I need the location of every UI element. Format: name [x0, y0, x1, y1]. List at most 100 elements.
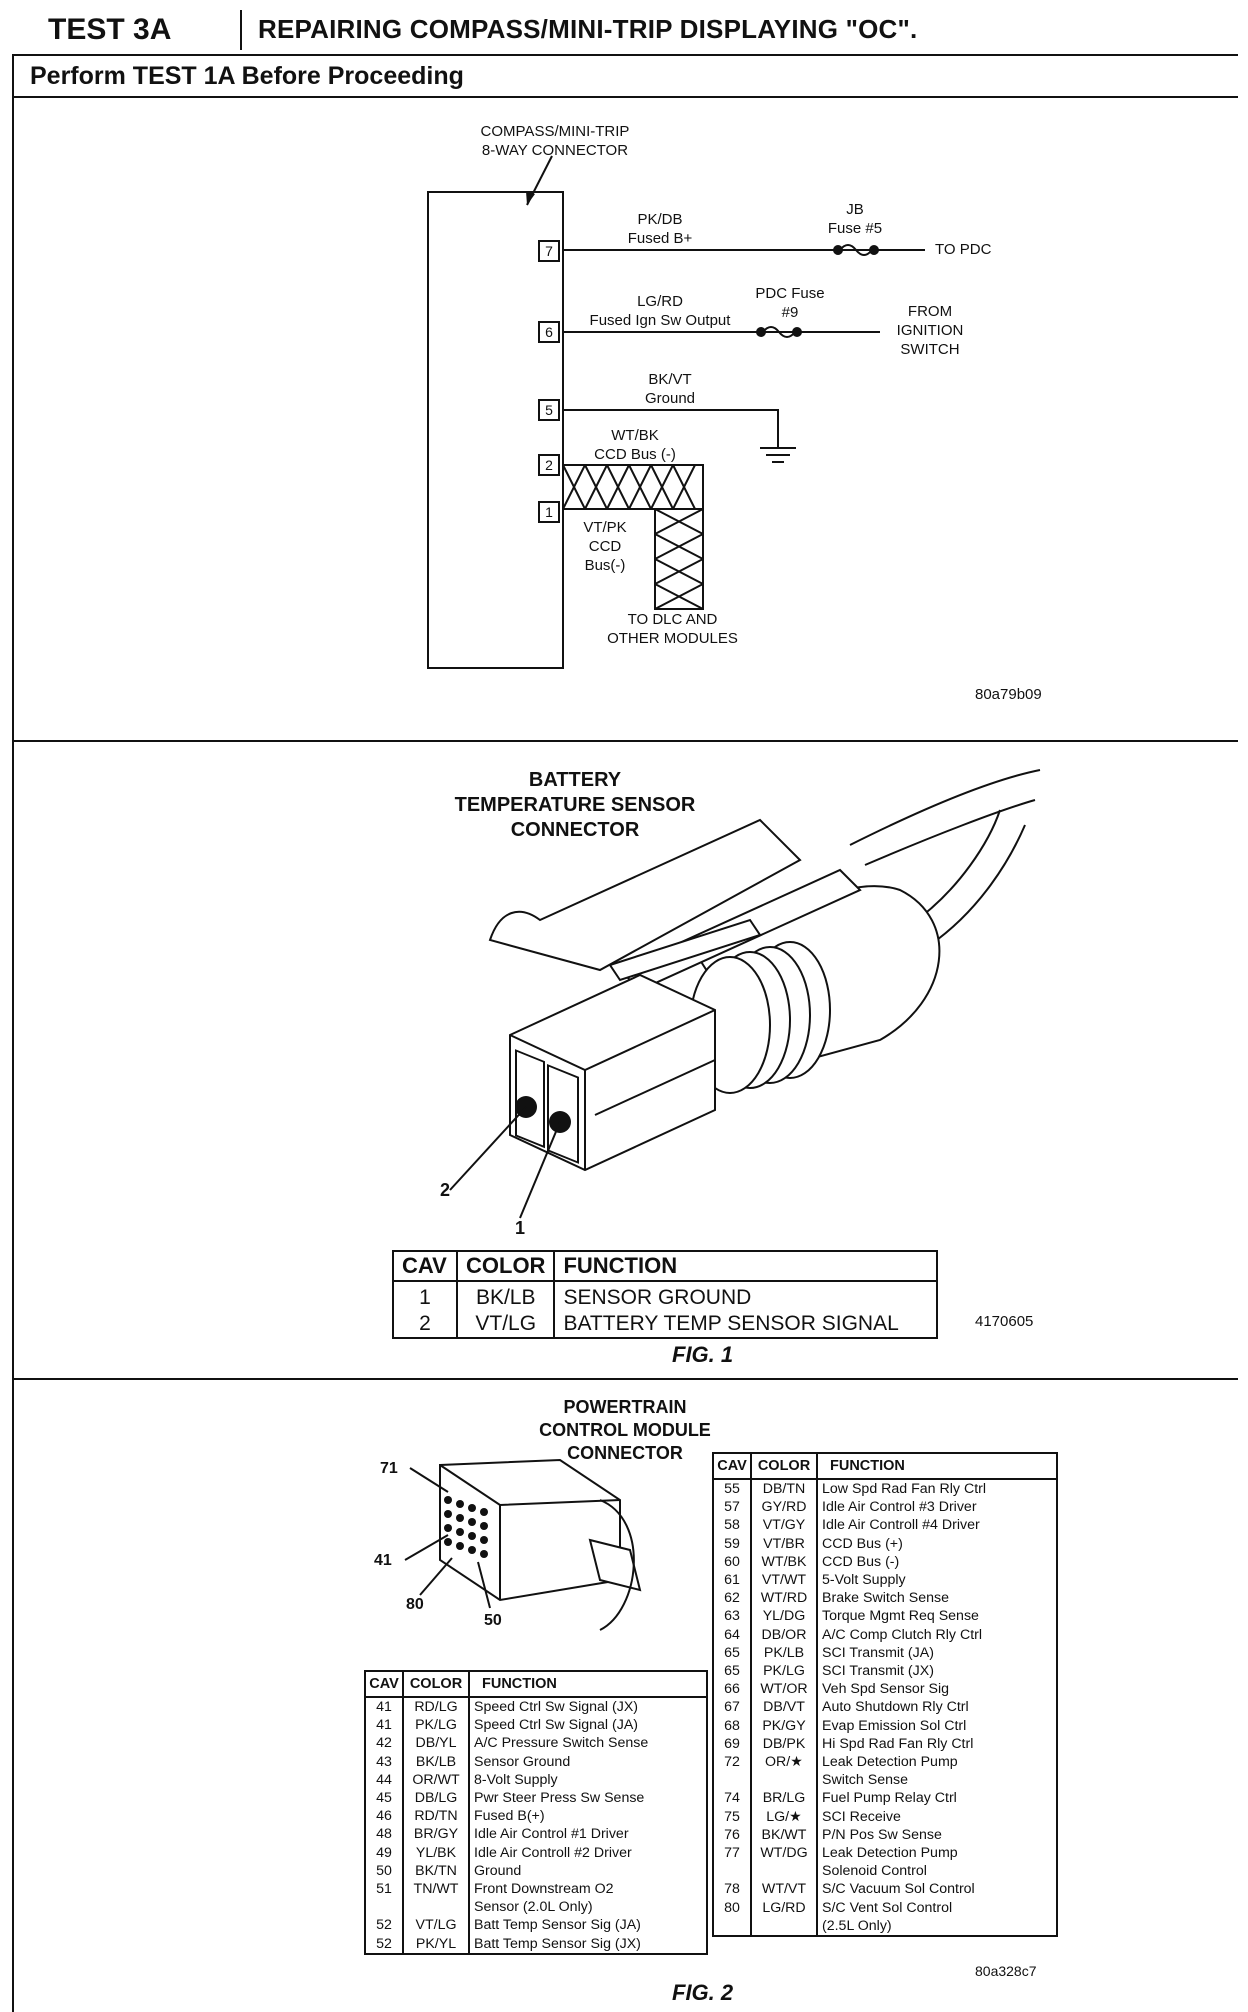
- cav-cell: 46: [364, 1807, 404, 1826]
- function-cell: Leak Detection Pump Switch Sense: [816, 1753, 1058, 1790]
- function-cell: A/C Comp Clutch Rly Ctrl: [816, 1625, 1058, 1644]
- function-cell: Leak Detection Pump Solenoid Control: [816, 1844, 1058, 1881]
- function-header: FUNCTION: [468, 1670, 708, 1698]
- color-cell: PK/LG: [402, 1716, 470, 1735]
- cav-cell: 72: [712, 1753, 752, 1790]
- function-cell: Batt Temp Sensor Sig (JA): [468, 1916, 708, 1935]
- cav-cell: 68: [712, 1716, 752, 1735]
- color-cell: BK/LB: [455, 1281, 556, 1311]
- function-cell: Ground: [468, 1861, 708, 1881]
- function-cell: Brake Switch Sense: [816, 1589, 1058, 1608]
- color-cell: VT/LG: [402, 1916, 470, 1935]
- function-cell: Idle Air Controll #4 Driver: [816, 1516, 1058, 1535]
- function-header: FUNCTION: [816, 1452, 1058, 1480]
- callout-71: 71: [380, 1460, 398, 1477]
- diagram-2-code: 4170605: [975, 1313, 1034, 1330]
- header-rule: [12, 54, 1238, 56]
- cav-cell: 75: [712, 1807, 752, 1826]
- cav-cell: 69: [712, 1734, 752, 1754]
- color-cell: GY/RD: [750, 1498, 818, 1517]
- battery-sensor-title: BATTERY TEMPERATURE SENSOR CONNECTOR: [454, 769, 696, 841]
- color-cell: WT/RD: [750, 1589, 818, 1608]
- cav-cell: 66: [712, 1680, 752, 1699]
- color-header: COLOR: [402, 1670, 470, 1698]
- color-cell: BK/LB: [402, 1752, 470, 1771]
- function-cell: Torque Mgmt Req Sense: [816, 1607, 1058, 1626]
- color-cell: PK/GY: [750, 1716, 818, 1735]
- pcm-title: POWERTRAIN CONTROL MODULE CONNECTOR: [539, 1397, 711, 1463]
- subheader-rule: [12, 96, 1238, 98]
- cav-header: CAV: [392, 1250, 458, 1282]
- pin-callout-2: 2: [440, 1180, 451, 1200]
- color-cell: OR/WT: [402, 1770, 470, 1790]
- function-cell: Veh Spd Sensor Sig: [816, 1680, 1058, 1699]
- color-cell: WT/BK: [750, 1552, 818, 1572]
- color-cell: VT/WT: [750, 1571, 818, 1590]
- cav-cell: 65: [712, 1643, 752, 1663]
- test-id: TEST 3A: [12, 10, 242, 50]
- color-cell: RD/TN: [402, 1807, 470, 1826]
- to-dlc-label: TO DLC AND OTHER MODULES: [607, 611, 738, 647]
- function-cell: Idle Air Controll #2 Driver: [468, 1843, 708, 1862]
- figure-2-caption: FIG. 2: [672, 1980, 734, 2005]
- color-cell: LG/★: [750, 1807, 818, 1826]
- table-row: 1 BK/LB SENSOR GROUND: [392, 1281, 938, 1311]
- function-cell: BATTERY TEMP SENSOR SIGNAL: [553, 1311, 938, 1339]
- function-cell: SENSOR GROUND: [553, 1281, 938, 1311]
- pdc-fuse-label: PDC Fuse #9: [755, 285, 825, 321]
- function-cell: CCD Bus (-): [816, 1552, 1058, 1572]
- function-cell: Idle Air Control #1 Driver: [468, 1825, 708, 1844]
- color-header: COLOR: [455, 1250, 556, 1282]
- color-cell: DB/TN: [750, 1479, 818, 1499]
- color-cell: BK/TN: [402, 1861, 470, 1881]
- function-cell: A/C Pressure Switch Sense: [468, 1734, 708, 1753]
- function-cell: Auto Shutdown Rly Ctrl: [816, 1698, 1058, 1717]
- color-cell: YL/BK: [402, 1843, 470, 1862]
- cav-cell: 59: [712, 1534, 752, 1553]
- from-ignition-label: FROM IGNITION SWITCH: [896, 303, 964, 358]
- function-cell: Fused B(+): [468, 1807, 708, 1826]
- function-cell: Front Downstream O2 Sensor (2.0L Only): [468, 1880, 708, 1917]
- function-cell: SCI Transmit (JX): [816, 1662, 1058, 1681]
- cav-cell: 41: [364, 1716, 404, 1735]
- wire-5-label: BK/VT Ground: [644, 371, 696, 407]
- color-cell: PK/LG: [750, 1662, 818, 1681]
- color-cell: PK/LB: [750, 1643, 818, 1663]
- function-cell: Speed Ctrl Sw Signal (JA): [468, 1716, 708, 1735]
- callout-80: 80: [406, 1596, 424, 1613]
- function-header: FUNCTION: [553, 1250, 938, 1282]
- cav-cell: 67: [712, 1698, 752, 1717]
- function-cell: Idle Air Control #3 Driver: [816, 1498, 1058, 1517]
- pin-6: 6: [538, 321, 560, 343]
- section-divider-2: [12, 1378, 1238, 1380]
- connector-label: COMPASS/MINI-TRIP 8-WAY CONNECTOR: [480, 123, 630, 159]
- wiring-diagram-lines: [427, 155, 925, 669]
- function-cell: Hi Spd Rad Fan Rly Ctrl: [816, 1734, 1058, 1754]
- function-cell: Low Spd Rad Fan Rly Ctrl: [816, 1479, 1058, 1499]
- pin-callout-1: 1: [515, 1218, 526, 1238]
- color-cell: DB/VT: [750, 1698, 818, 1717]
- color-cell: WT/OR: [750, 1680, 818, 1699]
- cav-cell: 44: [364, 1770, 404, 1790]
- function-cell: Evap Emission Sol Ctrl: [816, 1716, 1058, 1735]
